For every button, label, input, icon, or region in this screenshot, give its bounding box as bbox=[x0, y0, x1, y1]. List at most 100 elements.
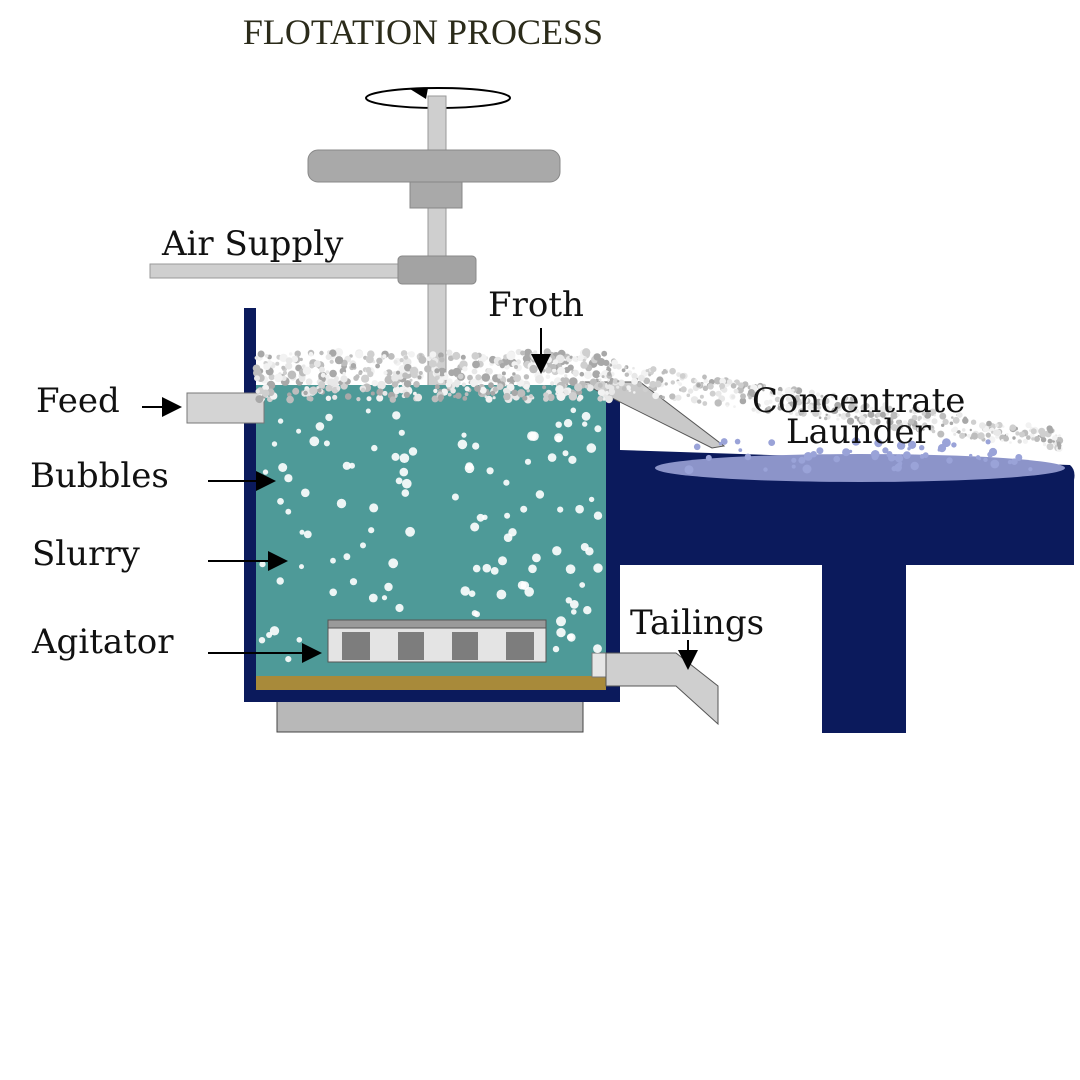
froth-particle bbox=[305, 378, 313, 386]
bubble bbox=[343, 553, 351, 561]
froth-particle bbox=[791, 388, 795, 392]
froth-particle bbox=[774, 396, 781, 403]
bubble bbox=[555, 435, 562, 443]
froth-particle bbox=[332, 394, 338, 400]
bubble bbox=[482, 563, 492, 573]
froth-particle bbox=[329, 359, 334, 364]
bubble bbox=[556, 627, 566, 638]
froth-particle bbox=[612, 364, 618, 370]
froth-particle bbox=[615, 363, 622, 370]
bubble bbox=[470, 522, 480, 532]
froth-particle bbox=[497, 373, 503, 379]
froth-particle bbox=[791, 464, 796, 469]
froth-particle bbox=[413, 391, 417, 396]
bubble bbox=[565, 564, 576, 574]
froth-particle bbox=[1026, 435, 1031, 440]
froth-particle bbox=[409, 366, 419, 376]
bubble bbox=[395, 603, 404, 613]
froth-particle bbox=[778, 402, 783, 407]
froth-particle bbox=[987, 451, 994, 458]
froth-particle bbox=[584, 385, 589, 389]
froth-particle bbox=[795, 412, 800, 417]
bubble bbox=[296, 428, 302, 434]
froth-particle bbox=[376, 357, 383, 364]
bubble bbox=[349, 578, 358, 586]
froth-particle bbox=[255, 395, 264, 404]
froth-particle bbox=[810, 451, 817, 458]
froth-particle bbox=[889, 416, 894, 421]
froth-particle bbox=[529, 364, 538, 374]
froth-particle bbox=[617, 380, 620, 383]
froth-particle bbox=[382, 354, 387, 359]
froth-particle bbox=[888, 425, 892, 429]
froth-particle bbox=[431, 395, 439, 403]
froth-particle bbox=[506, 351, 516, 361]
froth-particle bbox=[367, 371, 374, 378]
froth-particle bbox=[409, 378, 413, 382]
froth-particle bbox=[733, 405, 736, 408]
froth-particle bbox=[389, 396, 396, 403]
tailings-pipe bbox=[591, 652, 719, 726]
froth-particle bbox=[922, 422, 928, 428]
froth-particle bbox=[457, 373, 464, 380]
froth-particle bbox=[931, 418, 938, 425]
froth-particle bbox=[440, 364, 444, 368]
froth-particle bbox=[467, 374, 473, 381]
froth-particle bbox=[645, 369, 649, 373]
bubble bbox=[579, 582, 586, 588]
motor-coupling bbox=[409, 181, 463, 209]
froth-particle bbox=[460, 354, 466, 360]
froth-particle bbox=[763, 467, 768, 472]
froth-particle bbox=[895, 454, 904, 463]
froth-particle bbox=[919, 445, 925, 451]
froth-particle bbox=[464, 386, 470, 392]
bubble bbox=[276, 577, 284, 585]
bubble bbox=[524, 587, 534, 597]
air-valve bbox=[397, 255, 477, 285]
froth-particle bbox=[528, 394, 534, 399]
froth-particle bbox=[286, 395, 294, 404]
froth-particle bbox=[1015, 431, 1020, 436]
froth-particle bbox=[816, 447, 824, 455]
froth-particle bbox=[731, 394, 736, 399]
froth-particle bbox=[503, 387, 509, 394]
froth-particle bbox=[285, 362, 293, 370]
froth-particle bbox=[621, 386, 627, 392]
froth-particle bbox=[714, 377, 722, 385]
froth-particle bbox=[1017, 439, 1022, 444]
froth-particle bbox=[824, 416, 828, 421]
froth-particle bbox=[1003, 435, 1009, 442]
bubble bbox=[299, 529, 305, 535]
froth-particle bbox=[879, 411, 886, 418]
froth-particle bbox=[952, 426, 959, 433]
froth-particle bbox=[1009, 441, 1012, 444]
froth-particle bbox=[1034, 436, 1040, 442]
froth-particle bbox=[1007, 459, 1013, 465]
froth-particle bbox=[970, 419, 977, 425]
froth-particle bbox=[707, 383, 714, 390]
froth-particle bbox=[325, 395, 332, 401]
bubble bbox=[408, 447, 418, 456]
froth-particle bbox=[1025, 422, 1032, 429]
froth-particle bbox=[577, 394, 584, 401]
froth-particle bbox=[931, 425, 934, 428]
froth-particle bbox=[545, 367, 552, 374]
bubble bbox=[457, 439, 468, 450]
bubble bbox=[580, 543, 589, 551]
froth-particle bbox=[778, 398, 783, 402]
froth-particle bbox=[444, 372, 448, 376]
froth-particle bbox=[1038, 427, 1046, 435]
froth-particle bbox=[446, 349, 453, 356]
bubble bbox=[262, 469, 269, 475]
froth-particle bbox=[257, 350, 265, 358]
froth-particle bbox=[956, 412, 963, 418]
froth-particle bbox=[597, 388, 606, 396]
froth-particle bbox=[606, 381, 610, 385]
froth-particle bbox=[815, 392, 821, 397]
froth-particle bbox=[676, 380, 680, 384]
froth-particle bbox=[522, 354, 532, 363]
froth-particle bbox=[513, 374, 522, 382]
froth-particle bbox=[702, 385, 709, 391]
froth-particle bbox=[603, 359, 610, 366]
froth-particle bbox=[740, 393, 746, 399]
